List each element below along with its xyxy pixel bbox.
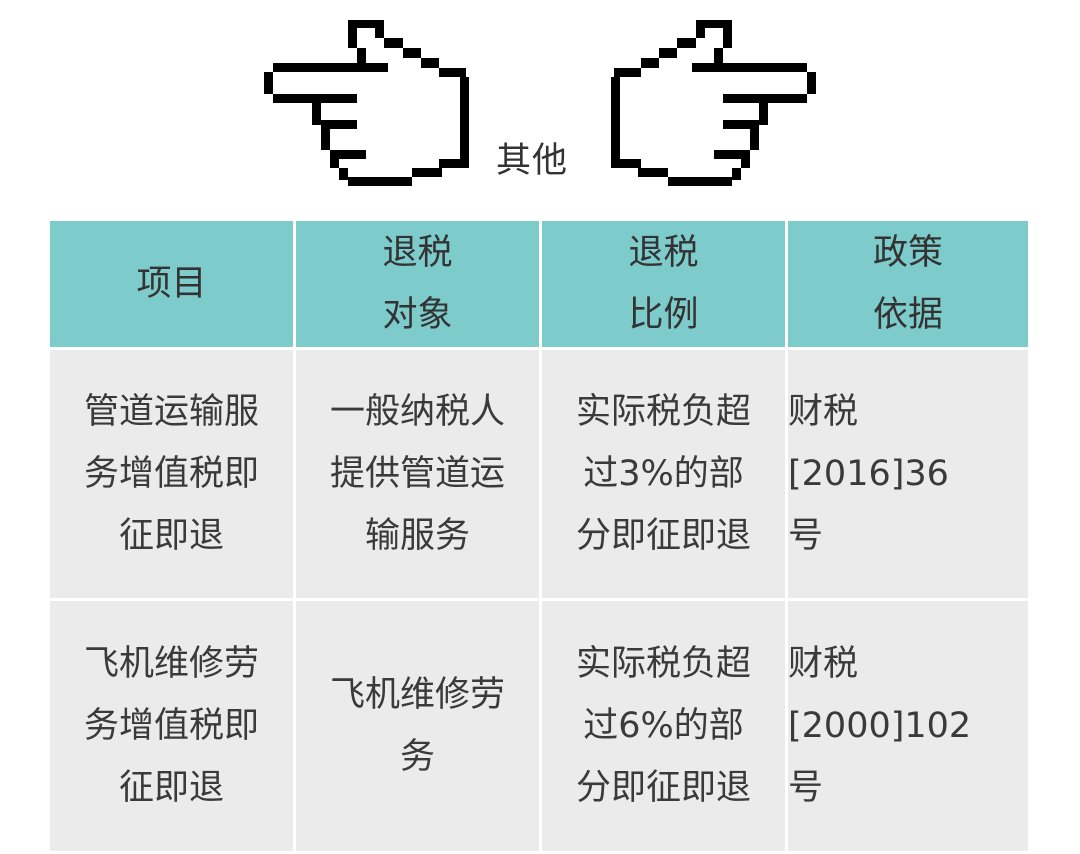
cell-line: 提供管道运 [329, 454, 505, 494]
cell-line: 征即退 [118, 768, 224, 808]
pointing-hand-left-icon [611, 20, 816, 186]
header-line: 项目 [136, 264, 207, 304]
cell-line: 号 [788, 516, 824, 556]
header-line: 退税 [382, 233, 453, 273]
column-header-ratio: 退税 比例 [542, 221, 785, 347]
cell-line: 务增值税即 [83, 706, 259, 746]
header-line: 比例 [628, 295, 699, 335]
column-header-target: 退税 对象 [296, 221, 539, 347]
cell-line: 财税 [788, 392, 859, 432]
tax-refund-table: 项目 退税 对象 退税 比例 政策 依据 管道运输服 务增值税即 征即退 [47, 218, 1031, 854]
cell-line: 一般纳税人 [329, 392, 505, 432]
table-header-row: 项目 退税 对象 退税 比例 政策 依据 [50, 221, 1028, 347]
cell-ratio: 实际税负超 过6%的部 分即征即退 [542, 601, 785, 851]
pointing-hand-right-icon [264, 20, 469, 186]
table-row: 管道运输服 务增值税即 征即退 一般纳税人 提供管道运 输服务 实际税负超 过3… [50, 350, 1028, 598]
cell-line: 务 [399, 737, 435, 777]
cell-basis: 财税 [2016]36 号 [788, 350, 1028, 598]
cell-item: 管道运输服 务增值税即 征即退 [50, 350, 293, 598]
cell-line: [2000]102 [788, 706, 972, 746]
cell-line: 务增值税即 [83, 454, 259, 494]
cell-line: 飞机维修劳 [83, 644, 259, 684]
cell-line: 飞机维修劳 [329, 675, 505, 715]
cell-item: 飞机维修劳 务增值税即 征即退 [50, 601, 293, 851]
cell-line: 输服务 [364, 516, 470, 556]
header-line: 退税 [628, 233, 699, 273]
cell-line: 分即征即退 [575, 768, 751, 808]
cell-line: 分即征即退 [575, 516, 751, 556]
cell-target: 一般纳税人 提供管道运 输服务 [296, 350, 539, 598]
header-line: 对象 [382, 295, 453, 335]
cell-line: 过6%的部 [583, 706, 744, 746]
section-header: 其他 [0, 0, 1080, 210]
column-header-basis: 政策 依据 [788, 221, 1028, 347]
cell-line: 号 [788, 768, 824, 808]
cell-line: 管道运输服 [83, 392, 259, 432]
header-line: 政策 [872, 233, 943, 273]
cell-line: 实际税负超 [575, 392, 751, 432]
cell-basis: 财税 [2000]102 号 [788, 601, 1028, 851]
cell-line: 过3%的部 [583, 454, 744, 494]
cell-line: 实际税负超 [575, 644, 751, 684]
table-row: 飞机维修劳 务增值税即 征即退 飞机维修劳 务 实际税负超 过6%的部 分即征即… [50, 601, 1028, 851]
cell-line: 财税 [788, 644, 859, 684]
section-title: 其他 [496, 141, 569, 181]
column-header-item: 项目 [50, 221, 293, 347]
cell-ratio: 实际税负超 过3%的部 分即征即退 [542, 350, 785, 598]
cell-line: [2016]36 [788, 454, 949, 494]
cell-line: 征即退 [118, 516, 224, 556]
cell-target: 飞机维修劳 务 [296, 601, 539, 851]
header-line: 依据 [872, 295, 943, 335]
